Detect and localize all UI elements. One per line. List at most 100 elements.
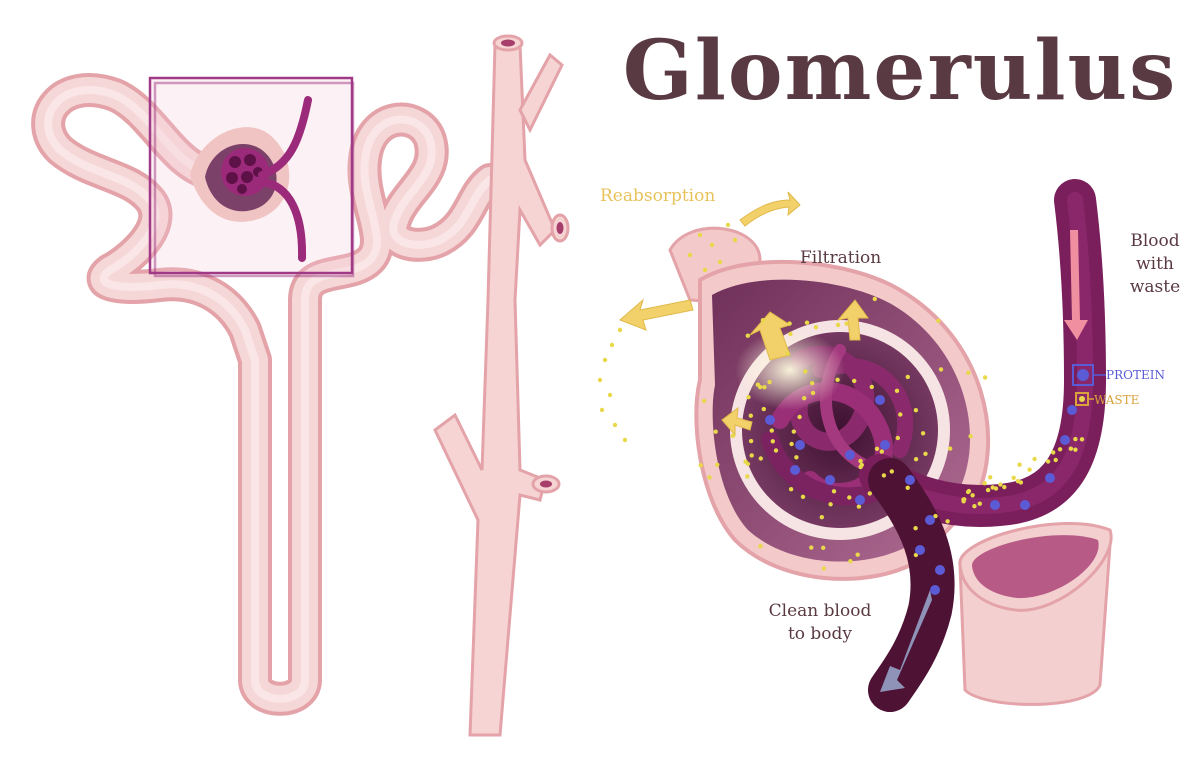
waste-particle: [856, 504, 862, 509]
waste-particle: [858, 458, 863, 464]
waste-particle: [972, 504, 977, 509]
protein-particle: [845, 450, 855, 460]
waste-particle: [809, 545, 814, 550]
waste-particle: [602, 357, 608, 363]
protein-particle: [905, 475, 915, 485]
protein-particle: [795, 440, 805, 450]
waste-particle: [730, 433, 736, 438]
waste-particle: [607, 392, 613, 398]
waste-particle: [701, 398, 707, 404]
waste-particle: [867, 491, 872, 496]
waste-particle: [797, 414, 802, 420]
waste-particle: [1032, 456, 1037, 462]
waste-particle: [913, 408, 919, 413]
waste-particle: [770, 439, 775, 444]
waste-particle: [725, 222, 731, 228]
waste-particle: [702, 267, 708, 273]
protein-particle: [765, 415, 775, 425]
label-protein: PROTEIN: [1106, 368, 1165, 382]
protein-particle: [935, 565, 945, 575]
waste-particle: [698, 463, 703, 468]
waste-particle: [767, 379, 772, 385]
particles: [597, 222, 1085, 595]
waste-particle: [717, 259, 723, 265]
waste-particle: [789, 441, 794, 447]
waste-particle: [1073, 436, 1078, 442]
waste-particle: [755, 382, 761, 387]
waste-particle: [835, 377, 840, 382]
waste-particle: [599, 407, 605, 413]
protein-particle: [925, 515, 935, 525]
legend-protein: [1072, 364, 1106, 386]
waste-particle: [745, 461, 751, 467]
waste-particle: [810, 390, 816, 396]
waste-particle: [787, 321, 792, 326]
waste-particle: [993, 486, 999, 491]
waste-particle: [933, 513, 938, 519]
waste-particle: [852, 378, 857, 384]
waste-particle: [998, 482, 1003, 487]
waste-particle: [828, 502, 833, 507]
waste-particle: [889, 469, 894, 474]
diagram-title: Glomerulus: [622, 23, 1178, 119]
waste-particle: [609, 342, 615, 348]
waste-particle: [985, 487, 991, 493]
waste-particle: [821, 566, 826, 571]
waste-particle: [855, 552, 860, 557]
waste-particle: [732, 237, 738, 243]
waste-particle: [791, 429, 796, 434]
waste-particle: [802, 396, 807, 401]
waste-particle: [895, 435, 900, 441]
filtration-glow: [735, 330, 845, 410]
protein-particle: [875, 395, 885, 405]
waste-particle: [962, 497, 967, 502]
waste-particle: [1057, 447, 1063, 452]
waste-particle: [977, 501, 982, 506]
waste-particle: [748, 438, 754, 444]
waste-particle: [800, 494, 806, 499]
waste-particle: [597, 377, 603, 383]
label-reabsorption: Reabsorption: [600, 186, 716, 206]
waste-particle: [966, 488, 972, 494]
waste-particle: [1027, 467, 1032, 472]
waste-particle: [746, 395, 751, 400]
waste-particle: [713, 429, 718, 434]
waste-particle: [938, 367, 944, 372]
waste-particle: [869, 384, 874, 390]
collecting-duct: [433, 34, 570, 737]
waste-particle: [881, 473, 887, 478]
waste-particle: [788, 487, 794, 492]
waste-particle: [988, 475, 993, 480]
waste-particle: [762, 385, 767, 390]
waste-particle: [879, 449, 884, 454]
waste-particle: [745, 333, 750, 338]
protein-particle: [1060, 435, 1070, 445]
waste-particle: [923, 451, 928, 456]
legend-waste: [1075, 392, 1094, 406]
label-line: with: [1136, 253, 1174, 274]
small-glomerulus: [190, 96, 312, 262]
waste-particle: [803, 369, 808, 374]
protein-particle: [1020, 500, 1030, 510]
waste-particle: [749, 453, 754, 458]
waste-particle: [968, 434, 973, 439]
waste-particle: [835, 322, 841, 328]
label-filtration: Filtration: [800, 248, 882, 268]
label-waste: WASTE: [1094, 393, 1140, 407]
waste-particle: [872, 296, 877, 302]
label-line: Blood: [1130, 231, 1180, 251]
waste-particle: [874, 446, 880, 451]
waste-particle: [898, 412, 903, 417]
protein-particle: [990, 500, 1000, 510]
waste-particle: [945, 519, 950, 524]
waste-particle: [982, 375, 988, 380]
waste-particle: [1017, 462, 1022, 467]
waste-particle: [773, 448, 779, 453]
waste-particle: [810, 381, 815, 386]
waste-particle: [1051, 450, 1056, 455]
efferent-arteriole: [868, 458, 955, 712]
nephron-tubule: [31, 73, 507, 716]
waste-particle: [1079, 437, 1085, 442]
protein-particle: [1045, 473, 1055, 483]
